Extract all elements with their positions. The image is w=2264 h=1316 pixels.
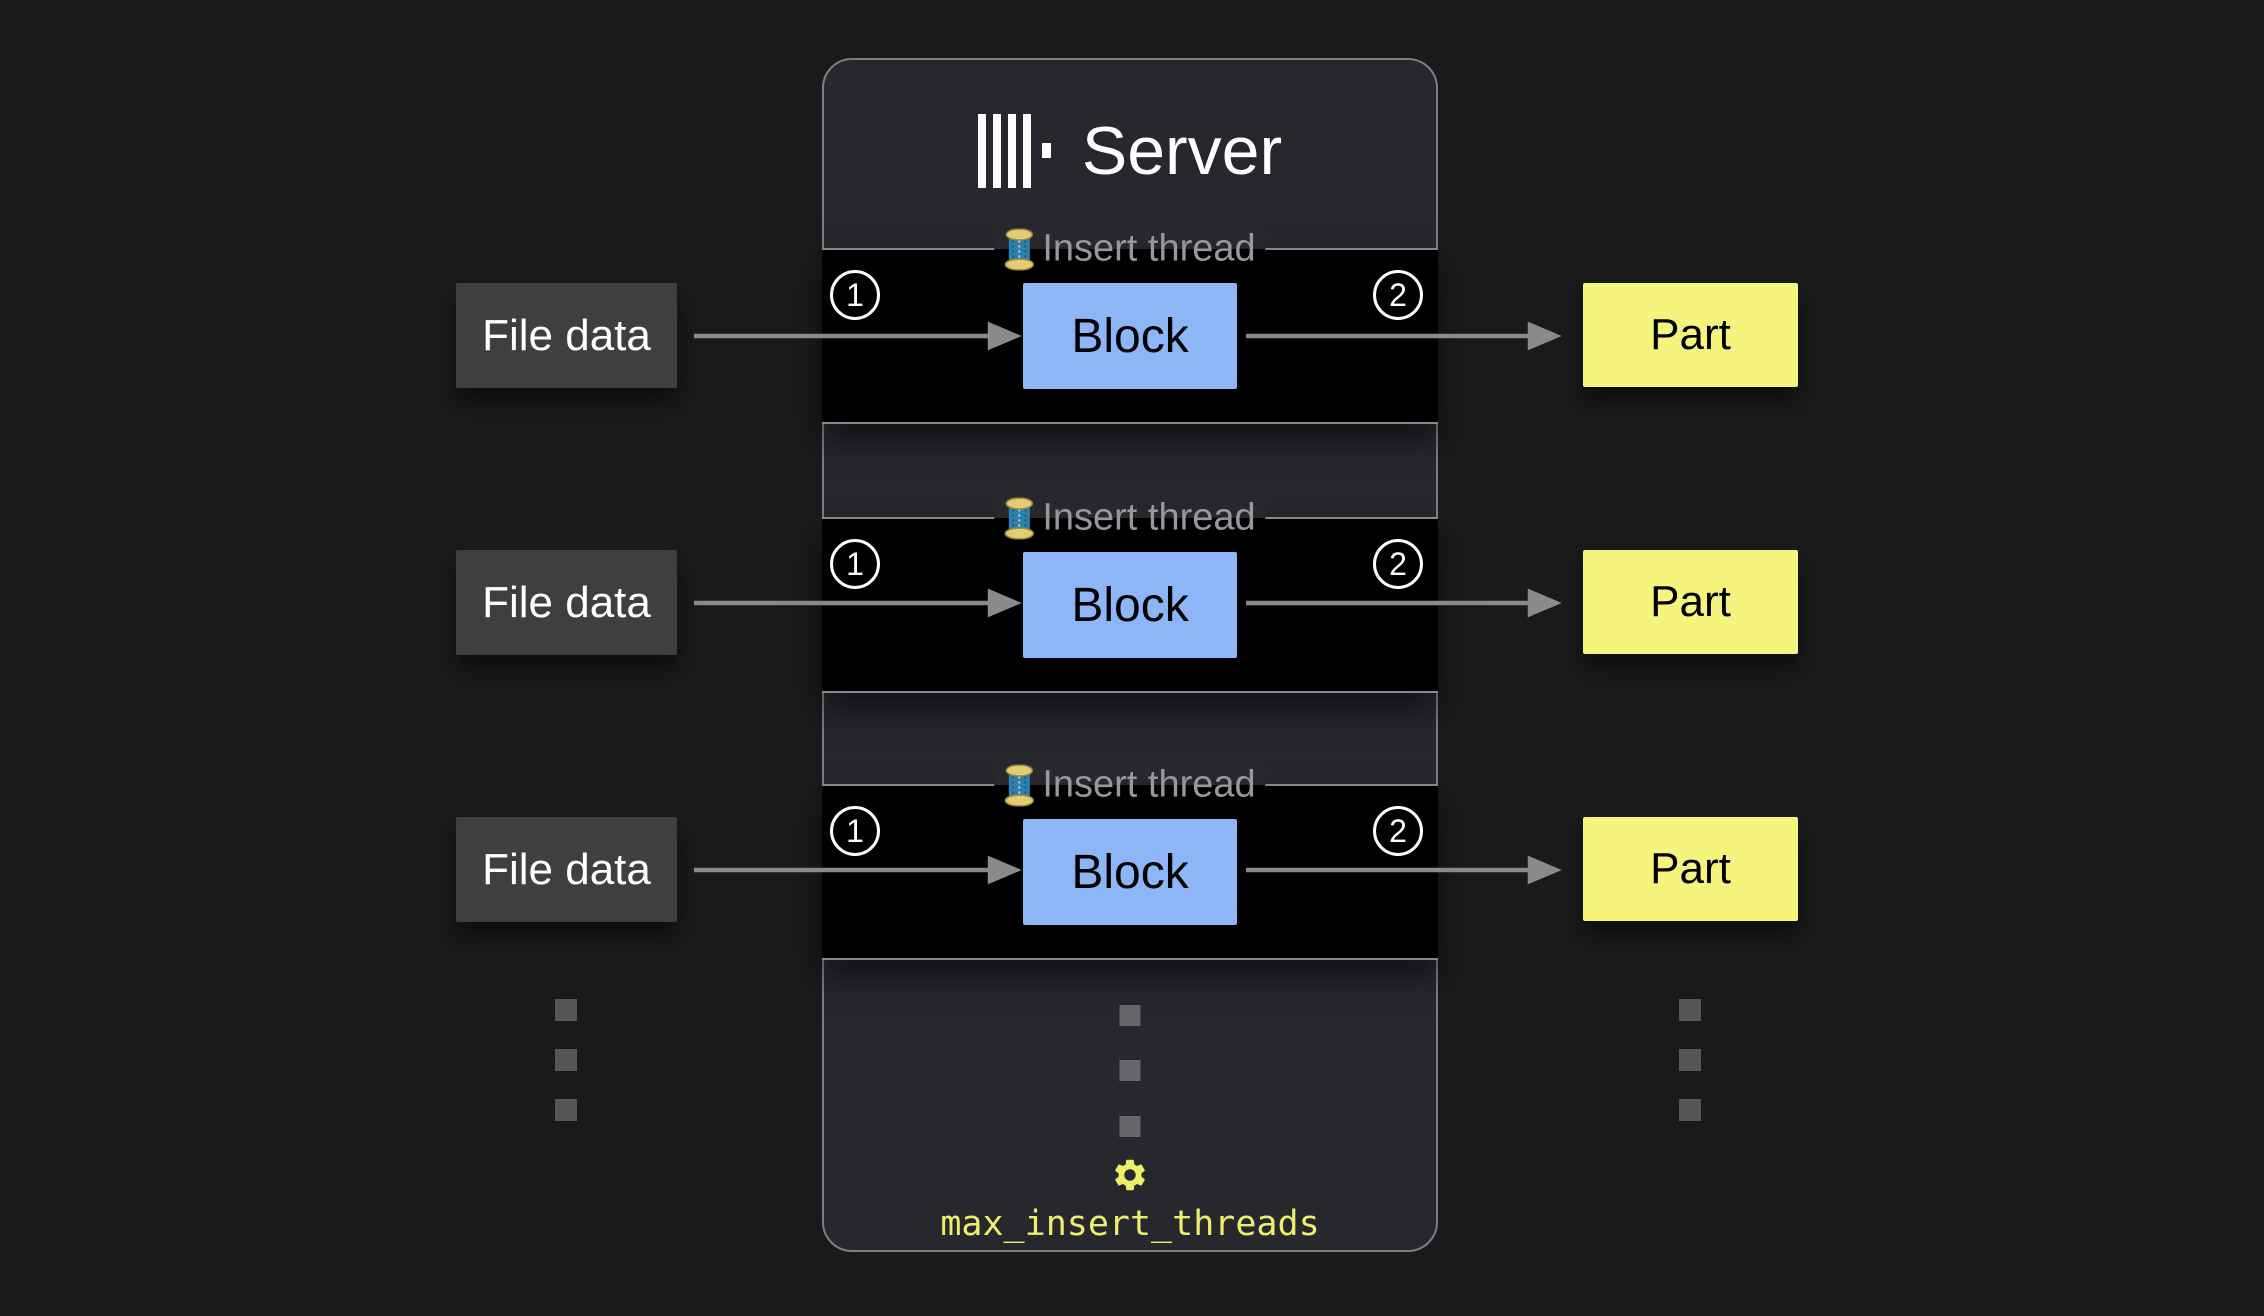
ellipsis-dot <box>1119 1060 1141 1081</box>
block-label: Block <box>1071 309 1189 363</box>
part-box: Part <box>1583 283 1798 387</box>
block-box: Block <box>1023 819 1237 925</box>
file-data-label: File data <box>482 577 651 627</box>
ellipsis-dot <box>1119 1116 1141 1137</box>
server-panel: Server Insert thread 1 Block 2 <box>822 58 1438 1252</box>
step-2-badge: 2 <box>1373 539 1423 589</box>
insert-thread-label: Insert thread <box>994 227 1266 271</box>
file-data-label: File data <box>482 310 651 360</box>
gear-icon <box>1111 1156 1149 1194</box>
step-2-badge: 2 <box>1373 806 1423 856</box>
step-2-badge: 2 <box>1373 270 1423 320</box>
part-box: Part <box>1583 550 1798 654</box>
ellipsis-dot <box>555 1099 577 1121</box>
thread-spool-icon <box>1004 228 1035 270</box>
thread-spool-icon <box>1004 497 1035 539</box>
ellipsis-dot <box>555 999 577 1021</box>
block-label: Block <box>1071 845 1189 899</box>
arrow-block-to-part <box>1527 855 1562 885</box>
ellipsis-dot <box>1679 999 1701 1021</box>
insert-thread-row: Insert thread 1 Block 2 <box>822 496 1438 693</box>
ellipsis-dot <box>1679 1049 1701 1071</box>
clickhouse-logo-icon <box>977 114 1051 188</box>
ellipsis-dot <box>1679 1099 1701 1121</box>
part-label: Part <box>1650 577 1731 626</box>
insert-thread-label: Insert thread <box>994 763 1266 807</box>
part-box: Part <box>1583 817 1798 921</box>
setting-name: max_insert_threads <box>940 1204 1320 1244</box>
file-data-box: File data <box>456 550 677 655</box>
thread-spool-icon <box>1004 764 1035 806</box>
server-header: Server <box>824 106 1436 196</box>
step-1-badge: 1 <box>830 806 880 856</box>
arrow-block-to-part <box>1527 588 1562 618</box>
ellipsis-dot <box>555 1049 577 1071</box>
insert-thread-row: Insert thread 1 Block 2 <box>822 227 1438 424</box>
arrow-block-to-part <box>1527 321 1562 351</box>
block-label: Block <box>1071 578 1189 632</box>
block-box: Block <box>1023 552 1237 658</box>
step-1-badge: 1 <box>830 270 880 320</box>
file-data-box: File data <box>456 283 677 388</box>
insert-thread-text: Insert thread <box>1042 763 1256 806</box>
part-label: Part <box>1650 310 1731 359</box>
insert-thread-text: Insert thread <box>1042 496 1256 539</box>
step-1-badge: 1 <box>830 539 880 589</box>
insert-thread-label: Insert thread <box>994 496 1266 540</box>
file-data-label: File data <box>482 844 651 894</box>
ellipsis-dot <box>1119 1005 1141 1026</box>
block-box: Block <box>1023 283 1237 389</box>
insert-thread-text: Insert thread <box>1042 227 1256 270</box>
server-title: Server <box>1081 113 1283 189</box>
part-label: Part <box>1650 844 1731 893</box>
insert-thread-row: Insert thread 1 Block 2 <box>822 763 1438 960</box>
file-data-box: File data <box>456 817 677 922</box>
